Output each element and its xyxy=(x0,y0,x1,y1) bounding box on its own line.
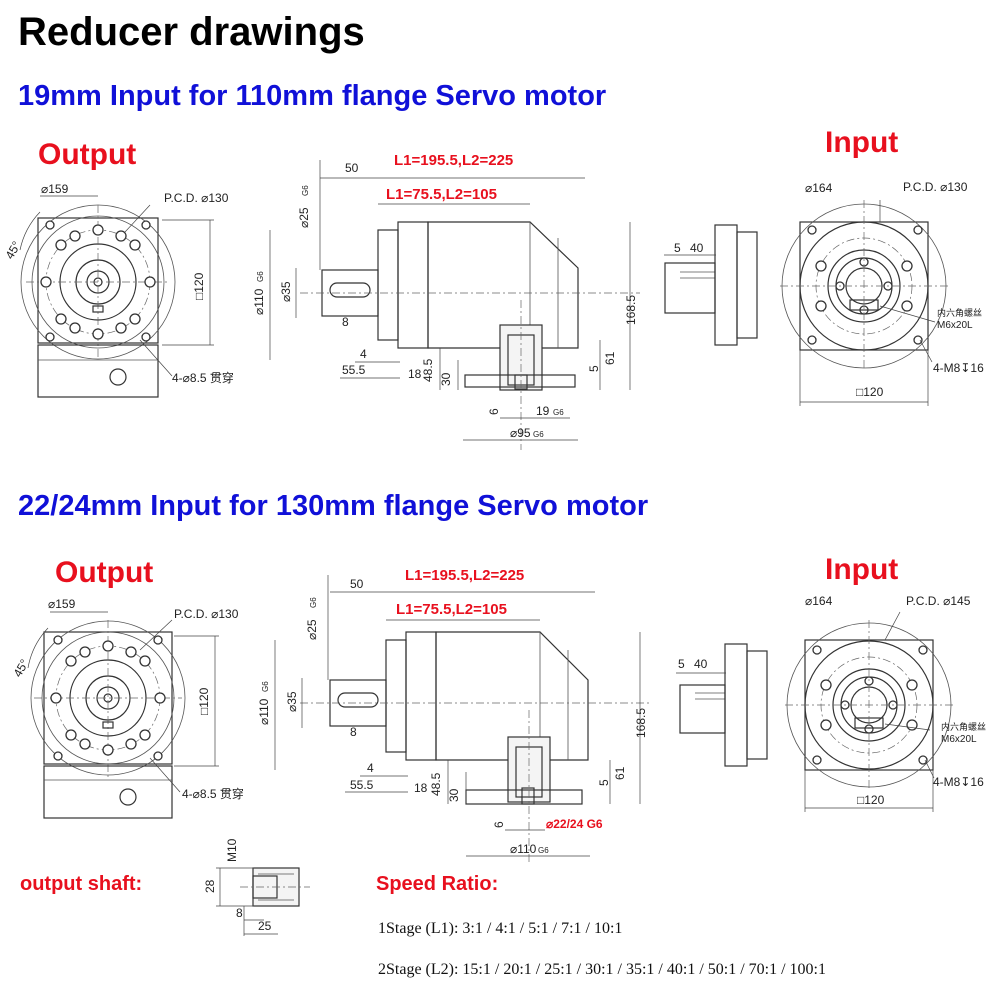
s2-side-view xyxy=(274,575,650,865)
svg-text:8: 8 xyxy=(350,725,357,739)
svg-text:⌀25: ⌀25 xyxy=(297,207,311,228)
svg-text:⌀164: ⌀164 xyxy=(805,594,833,608)
svg-text:G6: G6 xyxy=(309,597,318,608)
svg-text:4-M8↧16: 4-M8↧16 xyxy=(933,361,984,375)
svg-text:⌀35: ⌀35 xyxy=(279,281,293,302)
section2-heading: 22/24mm Input for 130mm flange Servo mot… xyxy=(18,490,649,522)
svg-text:55.5: 55.5 xyxy=(342,363,366,377)
svg-text:40: 40 xyxy=(694,657,708,671)
svg-text:⌀164: ⌀164 xyxy=(805,181,833,195)
svg-text:⌀159: ⌀159 xyxy=(48,597,76,611)
s2-output-view xyxy=(27,611,219,819)
svg-text:5: 5 xyxy=(597,779,611,786)
svg-text:L1=75.5,L2=105: L1=75.5,L2=105 xyxy=(396,601,507,618)
svg-text:5: 5 xyxy=(587,365,601,372)
svg-text:L1=75.5,L2=105: L1=75.5,L2=105 xyxy=(386,186,497,203)
svg-text:⌀110: ⌀110 xyxy=(252,288,266,315)
svg-text:168.5: 168.5 xyxy=(634,708,648,738)
svg-text:40: 40 xyxy=(690,241,704,255)
svg-text:25: 25 xyxy=(258,919,272,933)
svg-text:□120: □120 xyxy=(192,272,206,300)
svg-text:48.5: 48.5 xyxy=(429,772,443,796)
svg-text:61: 61 xyxy=(613,766,627,780)
svg-text:48.5: 48.5 xyxy=(421,358,435,382)
svg-text:8: 8 xyxy=(342,315,349,329)
s1-output-view xyxy=(19,195,214,398)
svg-text:⌀25: ⌀25 xyxy=(305,619,319,640)
svg-text:L1=195.5,L2=225: L1=195.5,L2=225 xyxy=(394,152,513,169)
section1-heading: 19mm Input for 110mm flange Servo motor xyxy=(18,80,607,112)
svg-text:4-⌀8.5 贯穿: 4-⌀8.5 贯穿 xyxy=(172,370,234,385)
svg-text:M6x20L: M6x20L xyxy=(937,320,973,331)
svg-text:55.5: 55.5 xyxy=(350,778,374,792)
speed-ratio-stage1: 1Stage (L1): 3:1 / 4:1 / 5:1 / 7:1 / 10:… xyxy=(378,920,623,937)
svg-text:⌀35: ⌀35 xyxy=(285,691,299,712)
svg-text:□120: □120 xyxy=(197,687,211,715)
svg-text:28: 28 xyxy=(203,879,217,893)
svg-text:P.C.D. ⌀130: P.C.D. ⌀130 xyxy=(903,180,968,194)
svg-text:45°: 45° xyxy=(2,239,23,262)
svg-text:6: 6 xyxy=(492,821,506,828)
svg-text:6: 6 xyxy=(487,408,501,415)
svg-text:M6x20L: M6x20L xyxy=(941,734,977,745)
svg-text:P.C.D. ⌀130: P.C.D. ⌀130 xyxy=(164,191,229,205)
svg-text:M10: M10 xyxy=(225,838,239,862)
svg-text:⌀110: ⌀110 xyxy=(257,698,271,725)
svg-text:⌀110: ⌀110 xyxy=(510,842,537,856)
svg-text:G6: G6 xyxy=(553,408,564,417)
svg-text:⌀22/24 G6: ⌀22/24 G6 xyxy=(546,817,603,831)
output-shaft-detail xyxy=(216,867,310,936)
speed-ratio-label: Speed Ratio: xyxy=(376,873,499,895)
svg-text:G6: G6 xyxy=(301,185,310,196)
svg-text:18: 18 xyxy=(408,367,422,381)
svg-text:45°: 45° xyxy=(10,657,31,680)
section2-input-label: Input xyxy=(825,553,899,586)
svg-text:4-⌀8.5 贯穿: 4-⌀8.5 贯穿 xyxy=(182,786,244,801)
svg-text:19: 19 xyxy=(536,404,550,418)
svg-text:G6: G6 xyxy=(533,430,544,439)
svg-text:50: 50 xyxy=(345,161,359,175)
svg-text:30: 30 xyxy=(439,372,453,386)
svg-text:内六角螺丝: 内六角螺丝 xyxy=(937,307,982,318)
speed-ratio-stage2: 2Stage (L2): 15:1 / 20:1 / 25:1 / 30:1 /… xyxy=(378,961,826,978)
page-title: Reducer drawings xyxy=(18,10,365,54)
s1-input-view xyxy=(664,200,948,406)
svg-text:5: 5 xyxy=(674,241,681,255)
svg-text:61: 61 xyxy=(603,351,617,365)
section2-output-label: Output xyxy=(55,556,154,589)
s1-side-view xyxy=(269,160,640,450)
svg-text:P.C.D. ⌀145: P.C.D. ⌀145 xyxy=(906,594,971,608)
svg-text:G6: G6 xyxy=(538,846,549,855)
svg-text:P.C.D. ⌀130: P.C.D. ⌀130 xyxy=(174,607,239,621)
svg-text:4: 4 xyxy=(367,761,374,775)
svg-text:8: 8 xyxy=(236,906,243,920)
svg-text:168.5: 168.5 xyxy=(624,295,638,325)
svg-text:18: 18 xyxy=(414,781,428,795)
svg-text:□120: □120 xyxy=(857,793,885,807)
section1-input-label: Input xyxy=(825,126,899,159)
section1-output-label: Output xyxy=(38,138,137,171)
svg-text:□120: □120 xyxy=(856,385,884,399)
s2-input-view xyxy=(676,611,953,812)
svg-text:4: 4 xyxy=(360,347,367,361)
svg-text:5: 5 xyxy=(678,657,685,671)
svg-text:内六角螺丝: 内六角螺丝 xyxy=(941,721,986,732)
svg-text:⌀95: ⌀95 xyxy=(510,426,531,440)
svg-text:4-M8↧16: 4-M8↧16 xyxy=(933,775,984,789)
svg-text:⌀159: ⌀159 xyxy=(41,182,69,196)
svg-text:50: 50 xyxy=(350,577,364,591)
output-shaft-label: output shaft: xyxy=(20,873,143,895)
svg-text:G6: G6 xyxy=(261,681,270,692)
svg-text:30: 30 xyxy=(447,788,461,802)
svg-text:G6: G6 xyxy=(256,271,265,282)
svg-text:L1=195.5,L2=225: L1=195.5,L2=225 xyxy=(405,567,524,584)
